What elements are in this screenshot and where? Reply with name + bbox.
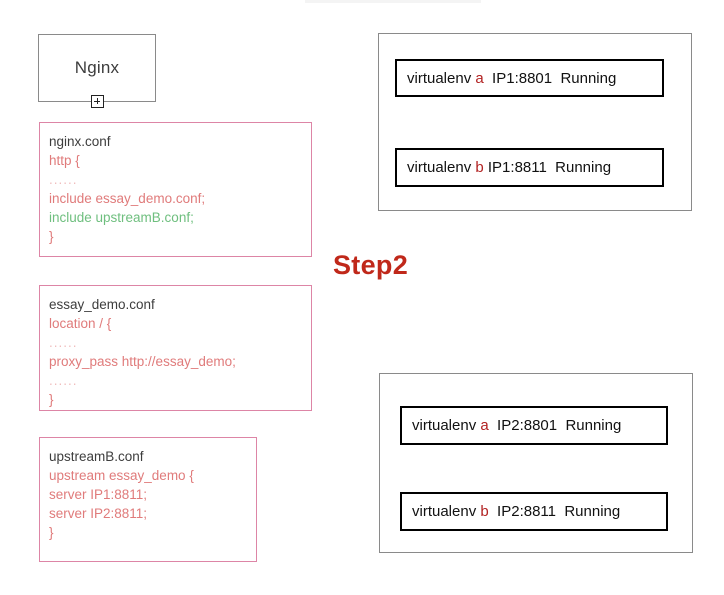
virtualenv-address: IP2:8811 [488, 503, 556, 520]
virtualenv-accent: a [475, 69, 484, 87]
config-line: server IP2:8811; [49, 506, 148, 521]
config-card-essay-demo-conf: essay_demo.conf location / { ...... prox… [39, 285, 312, 411]
virtualenv-status: Running [552, 69, 617, 87]
config-line-ellipsis: ...... [49, 373, 78, 388]
step-label: Step2 [333, 250, 409, 280]
config-line: server IP1:8811; [49, 487, 148, 502]
virtualenv-prefix: virtualenv [412, 503, 481, 520]
config-card-title: upstreamB.conf [49, 449, 144, 464]
virtualenv-address: IP2:8801 [488, 417, 558, 434]
nginx-node[interactable]: Nginx [38, 34, 156, 102]
config-card-nginx-conf: nginx.conf http { ...... include essay_d… [39, 122, 312, 257]
virtualenv-address: IP1:8801 [483, 69, 553, 87]
virtualenv-status: Running [557, 417, 622, 434]
config-line: upstream essay_demo { [49, 468, 194, 483]
virtualenv-status: Running [556, 503, 621, 520]
config-line: } [49, 392, 54, 407]
config-card-title: essay_demo.conf [49, 297, 155, 312]
virtualenv-row[interactable]: virtualenv b IP2:8811 Running [400, 492, 668, 531]
top-edge-band [305, 0, 481, 3]
config-line-ellipsis: ...... [49, 172, 78, 187]
virtualenv-accent: a [480, 417, 489, 434]
virtualenv-prefix: virtualenv [412, 417, 481, 434]
config-card-title: nginx.conf [49, 134, 111, 149]
virtualenv-row[interactable]: virtualenv a IP1:8801 Running [395, 59, 664, 97]
nginx-node-label: Nginx [74, 58, 120, 77]
config-line: include essay_demo.conf; [49, 191, 206, 206]
virtualenv-prefix: virtualenv [407, 159, 476, 176]
config-card-upstreamb-conf: upstreamB.conf upstream essay_demo { ser… [39, 437, 257, 562]
config-line: location / { [49, 316, 112, 331]
virtualenv-row[interactable]: virtualenv a IP2:8801 Running [400, 406, 668, 445]
virtualenv-address: IP1:8811 [483, 159, 547, 176]
config-line: } [49, 229, 54, 244]
virtualenv-row[interactable]: virtualenv b IP1:8811 Running [395, 148, 664, 187]
virtualenv-prefix: virtualenv [407, 69, 476, 87]
virtualenv-accent: b [480, 503, 489, 520]
config-line-ellipsis: ...... [49, 335, 78, 350]
plus-icon[interactable] [91, 95, 104, 108]
config-line-highlight: include upstreamB.conf; [49, 210, 194, 225]
config-line: http { [49, 153, 80, 168]
virtualenv-accent: b [475, 159, 484, 176]
virtualenv-status: Running [546, 159, 612, 176]
config-line: proxy_pass http://essay_demo; [49, 354, 236, 369]
config-line: } [49, 525, 54, 540]
